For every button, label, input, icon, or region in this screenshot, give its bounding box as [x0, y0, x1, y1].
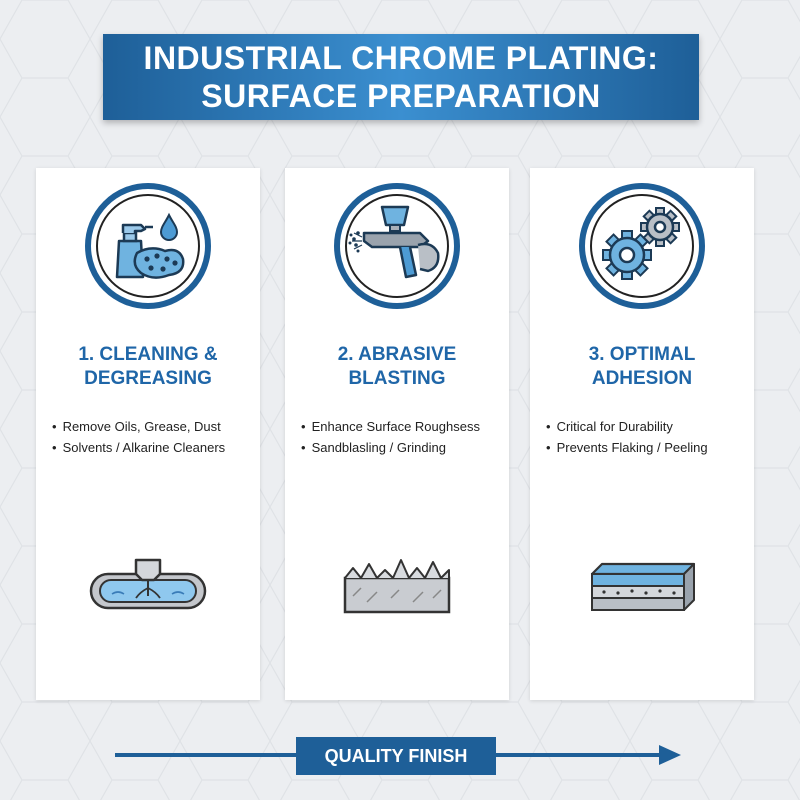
title-banner: INDUSTRIAL CHROME PLATING: SURFACE PREPA…: [103, 34, 699, 120]
cleaning-basin-icon: [89, 558, 207, 610]
bullet-item: Prevents Flaking / Peeling: [546, 437, 752, 458]
bullet-item: Enhance Surface Roughsess: [301, 416, 507, 437]
title-line-2: SURFACE PREPARATION: [201, 78, 601, 114]
step-card-adhesion: 3. OPTIMAL ADHESION Critical for Durabil…: [530, 168, 754, 700]
step-title-3: 3. OPTIMAL ADHESION: [530, 343, 754, 391]
gears-icon: [579, 183, 705, 309]
step-title-2: 2. ABRASIVE BLASTING: [285, 343, 509, 391]
bullet-item: Sandblasling / Grinding: [301, 437, 507, 458]
quality-finish-badge: QUALITY FINISH: [296, 737, 496, 775]
step-3-bullets: Critical for Durability Prevents Flaking…: [546, 416, 752, 458]
spray-bottle-sponge-icon: [85, 183, 211, 309]
step-title-2-line-1: 2. ABRASIVE: [337, 344, 457, 365]
step-2-bullets: Enhance Surface Roughsess Sandblasling /…: [301, 416, 507, 458]
step-title-3-line-2: ADHESION: [591, 368, 693, 389]
bullet-item: Critical for Durability: [546, 416, 752, 437]
bullet-item: Solvents / Alkarine Cleaners: [52, 437, 258, 458]
step-card-cleaning: 1. CLEANING & DEGREASING Remove Oils, Gr…: [36, 168, 260, 700]
step-title-1-line-2: DEGREASING: [84, 368, 212, 389]
step-title-1-line-1: 1. CLEANING &: [78, 344, 218, 365]
step-title-1: 1. CLEANING & DEGREASING: [36, 343, 260, 391]
spray-gun-icon: [334, 183, 460, 309]
title-line-1: INDUSTRIAL CHROME PLATING:: [143, 40, 659, 76]
step-title-2-line-2: BLASTING: [348, 368, 446, 389]
rough-surface-icon: [343, 559, 451, 614]
quality-finish-label: QUALITY FINISH: [324, 745, 468, 766]
step-card-blasting: 2. ABRASIVE BLASTING Enhance Surface Rou…: [285, 168, 509, 700]
layered-surface-icon: [590, 562, 696, 611]
step-title-3-line-1: 3. OPTIMAL: [588, 344, 696, 365]
step-1-bullets: Remove Oils, Grease, Dust Solvents / Alk…: [52, 416, 258, 458]
bullet-item: Remove Oils, Grease, Dust: [52, 416, 258, 437]
